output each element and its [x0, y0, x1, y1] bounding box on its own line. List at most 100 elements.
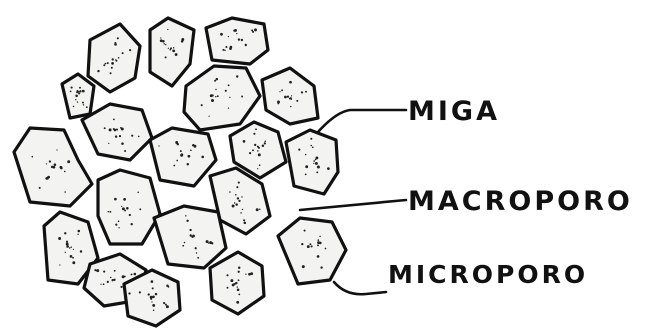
speckle [170, 47, 172, 49]
speckle [317, 255, 320, 258]
speckle [109, 128, 112, 131]
speckle [165, 304, 167, 306]
speckle [66, 241, 68, 243]
speckle [289, 97, 291, 99]
speckle [240, 212, 242, 214]
speckle [238, 38, 240, 40]
speckle [251, 29, 253, 31]
speckle [228, 36, 229, 37]
speckle [39, 187, 41, 189]
speckle [121, 206, 122, 207]
miga-leader-line [318, 110, 406, 132]
speckle [228, 84, 230, 86]
speckle [312, 146, 314, 148]
speckle [305, 91, 307, 93]
speckle [296, 100, 298, 102]
speckle [236, 301, 239, 304]
speckle [238, 200, 240, 202]
speckle [254, 144, 256, 146]
speckle [220, 33, 223, 36]
speckle [317, 239, 319, 241]
speckle [238, 279, 240, 281]
speckle [114, 270, 116, 272]
speckle [83, 104, 84, 105]
speckle [47, 176, 50, 179]
speckle [64, 171, 66, 173]
speckle [122, 52, 124, 54]
speckle [184, 242, 186, 244]
speckle [46, 163, 47, 164]
speckle [226, 274, 228, 276]
speckle [301, 243, 303, 245]
speckle [232, 205, 235, 208]
speckle [124, 150, 126, 152]
speckle [103, 283, 105, 285]
speckle [290, 106, 291, 107]
speckle [67, 160, 70, 163]
speckle [304, 230, 306, 232]
speckle [262, 144, 265, 147]
speckle [114, 43, 117, 46]
speckle [155, 293, 157, 295]
speckle [148, 293, 150, 295]
aggregate [150, 128, 216, 186]
speckle [73, 249, 74, 250]
speckle [241, 196, 242, 197]
aggregate [150, 18, 194, 86]
speckle [228, 108, 229, 109]
speckle [163, 43, 164, 44]
speckle [107, 62, 109, 64]
speckle [163, 302, 165, 304]
speckle [118, 57, 120, 59]
speckle [117, 37, 119, 39]
speckle [298, 149, 300, 151]
speckle [253, 133, 255, 135]
speckle [168, 48, 169, 49]
speckle [287, 96, 289, 98]
speckle [289, 81, 292, 84]
speckle [256, 208, 259, 211]
aggregate [82, 104, 152, 160]
speckle [70, 91, 72, 93]
speckle [229, 191, 231, 193]
aggregate [262, 68, 318, 124]
speckle [320, 266, 322, 268]
speckle [217, 95, 219, 97]
speckle [206, 240, 209, 243]
speckle [139, 208, 141, 210]
speckle [244, 222, 247, 225]
speckle [216, 78, 219, 81]
speckle [78, 230, 81, 233]
aggregate [206, 18, 268, 64]
speckle [116, 129, 118, 131]
speckle [97, 70, 99, 72]
speckle [257, 168, 258, 169]
speckle [129, 214, 131, 216]
speckle [139, 291, 141, 293]
speckle [72, 261, 75, 264]
speckle [110, 277, 111, 278]
speckle [121, 142, 124, 145]
speckle [72, 257, 74, 259]
speckle [252, 149, 254, 151]
speckle [281, 89, 283, 91]
speckle [129, 49, 131, 51]
speckle [197, 257, 199, 259]
aggregate [278, 218, 346, 284]
speckle [94, 269, 96, 271]
speckle [110, 72, 112, 74]
speckle [225, 90, 227, 92]
speckle [327, 167, 330, 170]
speckle [254, 28, 257, 31]
speckle [235, 282, 237, 284]
speckle [190, 150, 192, 152]
speckle [69, 247, 70, 248]
speckle [78, 92, 80, 94]
speckle [279, 91, 280, 92]
speckle [284, 96, 287, 99]
speckle [181, 153, 182, 154]
aggregate [286, 130, 338, 194]
speckle [234, 202, 235, 203]
speckle [96, 269, 99, 272]
speckle [319, 242, 322, 245]
